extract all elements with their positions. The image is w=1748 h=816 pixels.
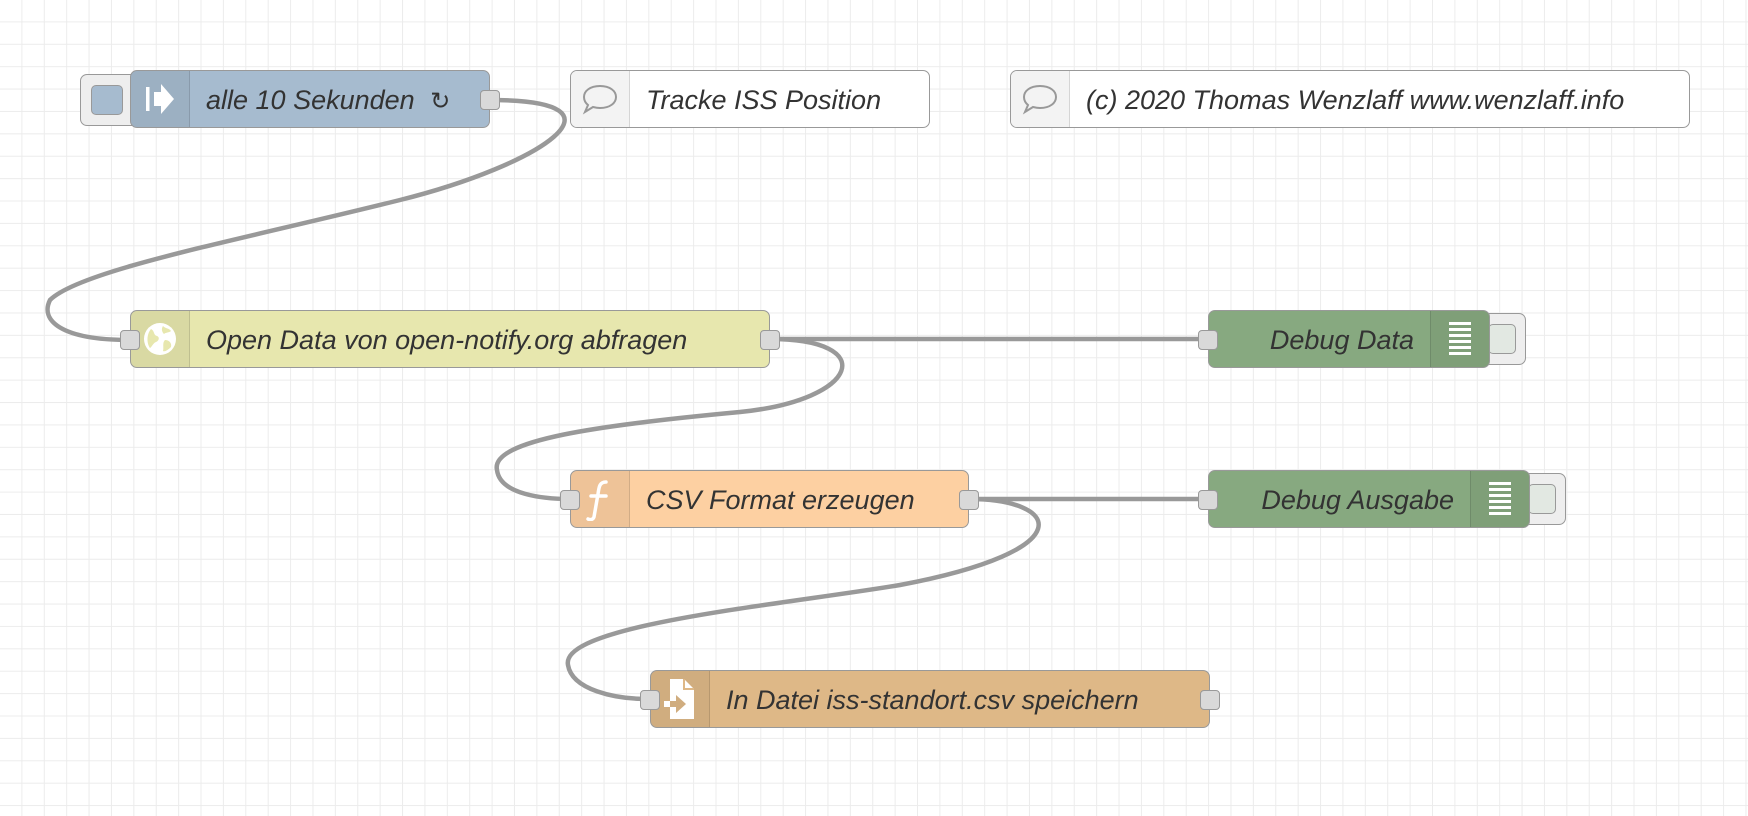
node-http-request[interactable]: Open Data von open-notify.org abfragen [120,310,780,368]
node-comment-copyright-label: (c) 2020 Thomas Wenzlaff www.wenzlaff.in… [1086,85,1625,115]
node-debug-data-label: Debug Data [1269,325,1414,355]
wire-http-to-function[interactable] [494,336,845,502]
node-function[interactable]: CSV Format erzeugen [560,470,979,528]
inject-trigger-button[interactable] [80,74,136,126]
node-comment-tracke[interactable]: Tracke ISS Position [570,70,930,128]
node-comment-copyright[interactable]: (c) 2020 Thomas Wenzlaff www.wenzlaff.in… [1010,70,1690,128]
speech-bubble-icon [571,71,630,127]
globe-icon [131,311,190,367]
node-http-request-output-port[interactable] [760,329,780,350]
node-comment-tracke-label: Tracke ISS Position [646,85,882,115]
node-http-request-input-port[interactable] [120,329,140,350]
node-function-output-port[interactable] [959,489,979,510]
debug-data-toggle-inner [1488,324,1516,354]
node-function-input-port[interactable] [560,489,580,510]
node-function-label: CSV Format erzeugen [646,485,915,515]
wire-function-to-file[interactable] [565,496,1041,702]
node-debug-data-input-port[interactable] [1198,329,1218,350]
file-out-icon [651,671,710,727]
arrow-in-icon [131,71,190,127]
debug-list-icon [1430,311,1489,367]
node-file-input-port[interactable] [640,689,660,710]
inject-trigger-button-inner [91,85,123,115]
debug-ausgabe-toggle-inner [1528,484,1556,514]
node-inject-output-port[interactable] [480,89,500,110]
function-icon [571,471,630,527]
node-http-request-label: Open Data von open-notify.org abfragen [206,325,688,355]
node-file[interactable]: In Datei iss-standort.csv speichern [640,670,1220,728]
wire-inject-to-http[interactable] [45,97,567,343]
node-inject-label: alle 10 Sekunden ↻ [206,71,450,129]
node-file-label: In Datei iss-standort.csv speichern [726,685,1139,715]
node-debug-ausgabe-input-port[interactable] [1198,489,1218,510]
node-debug-ausgabe-label: Debug Ausgabe [1261,485,1454,515]
speech-bubble-icon [1011,71,1070,127]
debug-list-icon [1470,471,1529,527]
node-inject[interactable]: alle 10 Sekunden ↻ [130,70,500,129]
node-debug-ausgabe[interactable]: Debug Ausgabe [1198,470,1530,528]
node-inject-label-text: alle 10 Sekunden [206,85,415,115]
repeat-icon: ↻ [430,88,451,115]
node-file-output-port[interactable] [1200,689,1220,710]
node-debug-data[interactable]: Debug Data [1198,310,1490,368]
